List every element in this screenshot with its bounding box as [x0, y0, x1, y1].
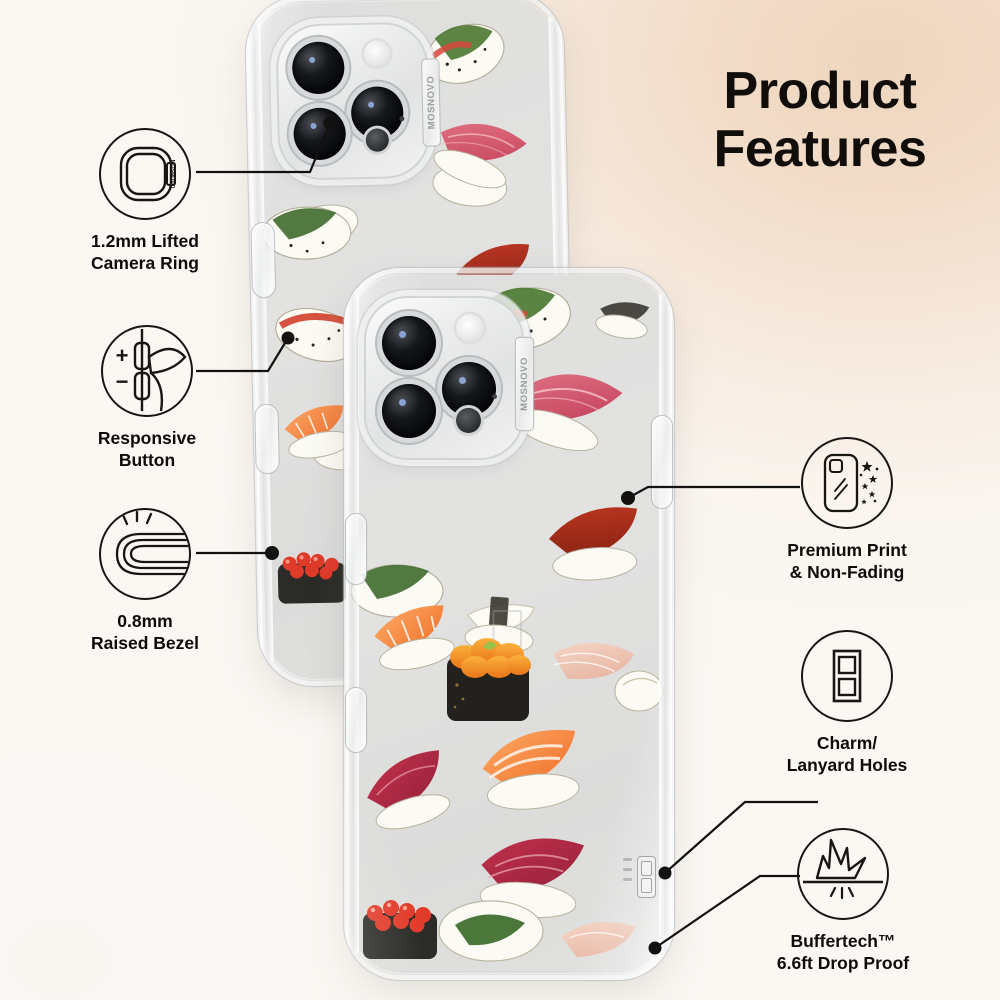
premium-print-icon: [801, 437, 893, 529]
brand-name-back: MOSNOVO: [424, 75, 438, 130]
lanyard-holes-icon: [801, 630, 893, 722]
phone-case-front-angle-view[interactable]: : [344, 268, 674, 980]
camera-lens-3-front: [382, 384, 436, 438]
feature-raised-bezel-label: 0.8mm Raised Bezel: [91, 611, 199, 654]
feature-drop-proof[interactable]: Buffertech™ 6.6ft Drop Proof: [748, 828, 938, 975]
camera-flash: [363, 40, 391, 67]
responsive-button-icon: + −: [101, 325, 193, 417]
svg-text:MOSNOVO: MOSNOVO: [169, 160, 175, 189]
speaker-grille-2: [623, 868, 632, 871]
case-shell-front: : [344, 268, 674, 980]
action-button-back[interactable]: [255, 404, 279, 474]
camera-module-front[interactable]: [366, 298, 522, 458]
camera-module-back[interactable]: [277, 23, 429, 179]
feature-premium-print[interactable]: Premium Print & Non-Fading: [752, 437, 942, 584]
action-button-front[interactable]: [346, 688, 366, 752]
drop-proof-icon: [797, 828, 889, 920]
feature-raised-bezel[interactable]: 0.8mm Raised Bezel: [50, 508, 240, 655]
camera-lens-2-front: [442, 362, 496, 416]
camera-microphone-front: [492, 394, 497, 399]
page-title-line-2: Features: [713, 120, 927, 179]
feature-drop-proof-label: Buffertech™ 6.6ft Drop Proof: [776, 931, 910, 974]
feature-lanyard-holes[interactable]: Charm/ Lanyard Holes: [752, 630, 942, 777]
page-title: Product Features: [645, 62, 995, 178]
svg-text:−: −: [116, 369, 129, 394]
brand-tab-back: MOSNOVO: [422, 59, 440, 146]
feature-camera-ring-label: 1.2mm Lifted Camera Ring: [91, 231, 199, 274]
feature-camera-ring[interactable]: MOSNOVO 1.2mm Lifted Camera Ring: [50, 128, 240, 275]
lanyard-holes-front[interactable]: [637, 856, 656, 898]
speaker-grille-3: [623, 878, 632, 881]
camera-lidar-sensor: [365, 128, 390, 152]
camera-ring-icon: MOSNOVO: [99, 128, 191, 220]
camera-lidar-sensor-front: [456, 408, 481, 433]
feature-responsive-button-label: Responsive Button: [97, 428, 197, 471]
camera-microphone: [399, 116, 405, 122]
brand-tab-front: MOSNOVO: [516, 338, 533, 430]
feature-lanyard-holes-label: Charm/ Lanyard Holes: [786, 733, 908, 776]
brand-name-front: MOSNOVO: [519, 357, 530, 411]
svg-text:+: +: [116, 343, 129, 368]
feature-premium-print-label: Premium Print & Non-Fading: [787, 540, 907, 583]
volume-up-button-back[interactable]: [251, 222, 276, 298]
page-title-line-1: Product: [723, 62, 917, 120]
feature-responsive-button[interactable]: + − Responsive Button: [52, 325, 242, 472]
power-button-front[interactable]: [652, 416, 672, 508]
raised-bezel-icon: [99, 508, 191, 600]
lanyard-hole-upper: [641, 861, 652, 876]
volume-up-button-front[interactable]: [346, 514, 366, 584]
camera-lens-3: [293, 107, 347, 161]
camera-lens-1-front: [382, 316, 436, 370]
speaker-grille-1: [623, 858, 632, 861]
camera-flash-front: [456, 314, 484, 342]
camera-lens-1: [291, 41, 345, 95]
lanyard-hole-lower: [641, 878, 652, 893]
